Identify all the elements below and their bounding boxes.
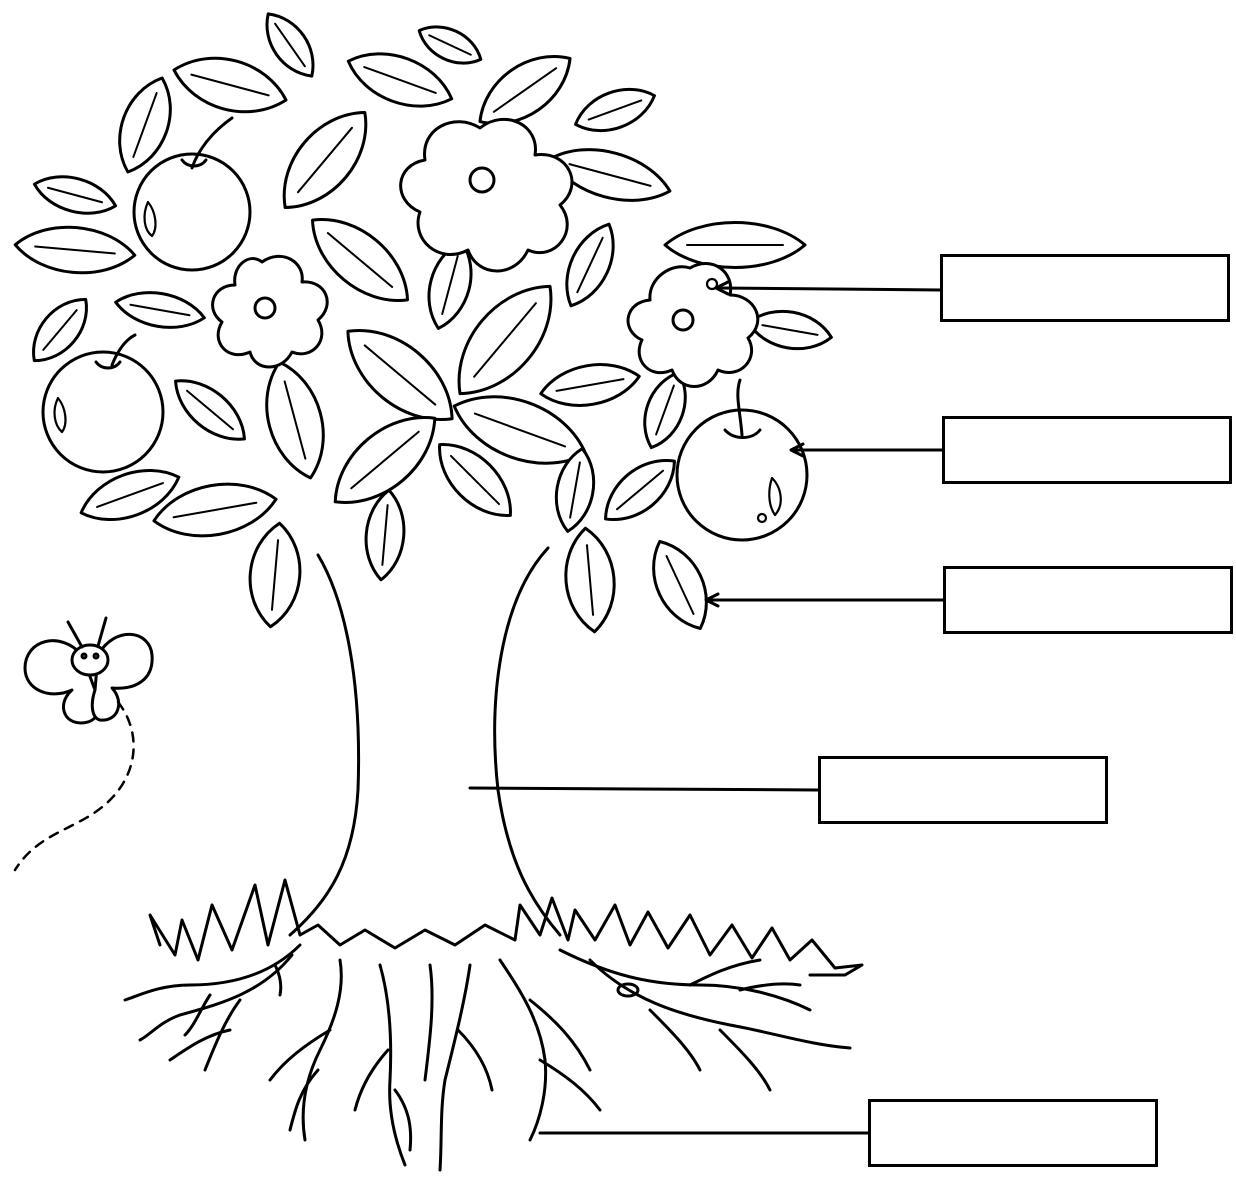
leaf-label-box[interactable] [943, 566, 1233, 634]
flower-top [401, 119, 572, 271]
flower-label-box[interactable] [940, 254, 1230, 322]
fruit-label-box[interactable] [942, 416, 1232, 484]
butterfly [15, 618, 152, 870]
tree-trunk [290, 548, 560, 935]
flower-right [628, 263, 758, 386]
tree-roots [125, 945, 850, 1170]
trunk-label-box[interactable] [818, 756, 1108, 824]
apple-left [43, 335, 163, 472]
apple-right [677, 380, 807, 540]
roots-label-box[interactable] [868, 1099, 1158, 1167]
flower-left [213, 256, 328, 367]
